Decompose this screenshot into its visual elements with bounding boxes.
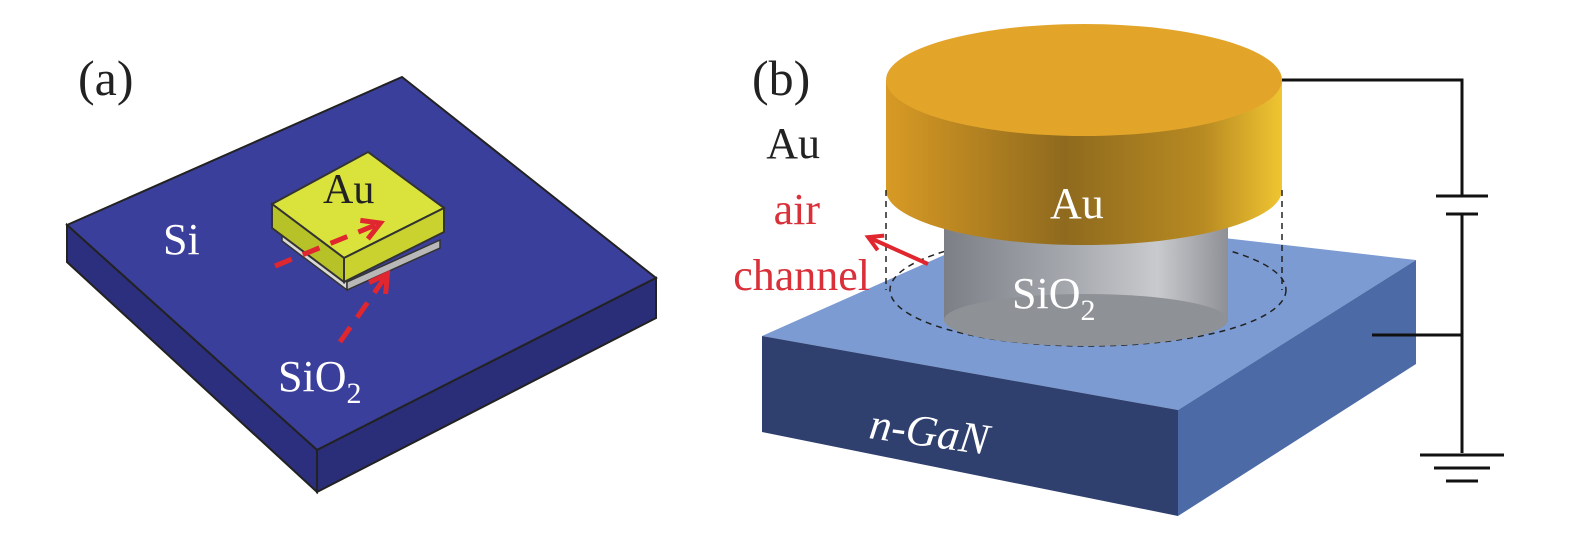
panel-b: (b) Au air channel Au SiO2 n-GaN	[733, 24, 1504, 516]
sio2-label-b: SiO2	[1012, 269, 1095, 327]
au-label-a: Au	[323, 167, 374, 213]
sio2-label-a: SiO2	[278, 352, 361, 410]
sio2-pillar-bottom	[944, 294, 1228, 346]
legend-au-label: Au	[766, 119, 820, 168]
si-substrate-front-side	[316, 276, 657, 494]
si-label: Si	[163, 215, 200, 264]
panel-b-label: (b)	[752, 50, 810, 106]
au-label-b: Au	[1050, 179, 1104, 228]
circuit-wire-top	[1282, 78, 1464, 196]
au-disc-top	[886, 24, 1282, 136]
air-channel-pointer-arrow	[864, 233, 929, 266]
panel-a-label: (a)	[78, 50, 134, 106]
air-channel-outline	[889, 233, 1287, 347]
legend-air-label: air	[774, 185, 821, 234]
legend-channel-label: channel	[733, 251, 870, 300]
panel-a: (a) Si Au SiO2	[65, 50, 658, 495]
air-channel-arrow-top	[274, 217, 385, 269]
gan-substrate-right-side	[1178, 260, 1416, 516]
au-pad-front-side	[343, 206, 445, 284]
air-channel-arrow-bottom	[337, 269, 391, 344]
gan-substrate-left-side	[762, 336, 1178, 516]
